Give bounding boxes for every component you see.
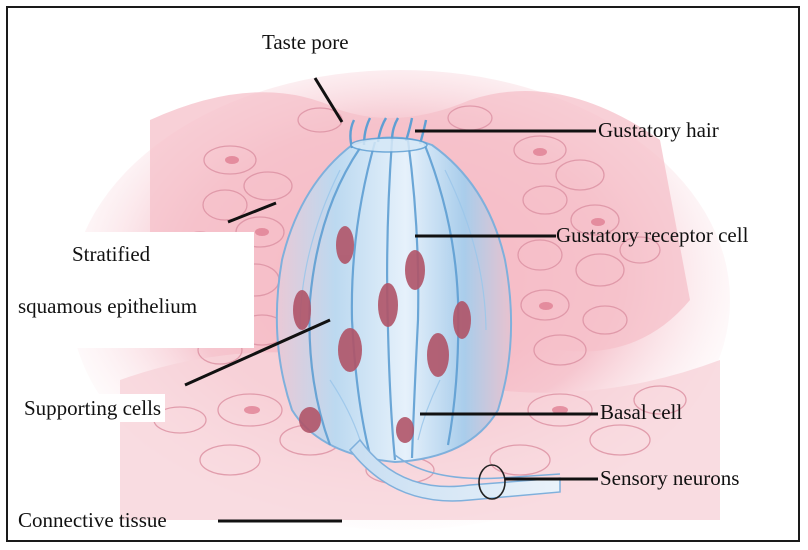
label-gustatory-hair: Gustatory hair — [598, 118, 719, 142]
label-gustatory-receptor-cell: Gustatory receptor cell — [556, 223, 748, 247]
label-basal-cell: Basal cell — [600, 400, 682, 424]
label-stratified-epithelium: Stratified squamous epithelium — [14, 232, 254, 348]
label-stratified-line1: Stratified — [72, 242, 150, 266]
label-supporting-cells: Supporting cells — [20, 394, 165, 422]
label-sensory-neurons: Sensory neurons — [600, 466, 739, 490]
label-stratified-line2: squamous epithelium — [18, 294, 197, 318]
label-connective-tissue: Connective tissue — [18, 508, 167, 532]
label-taste-pore: Taste pore — [262, 30, 349, 54]
